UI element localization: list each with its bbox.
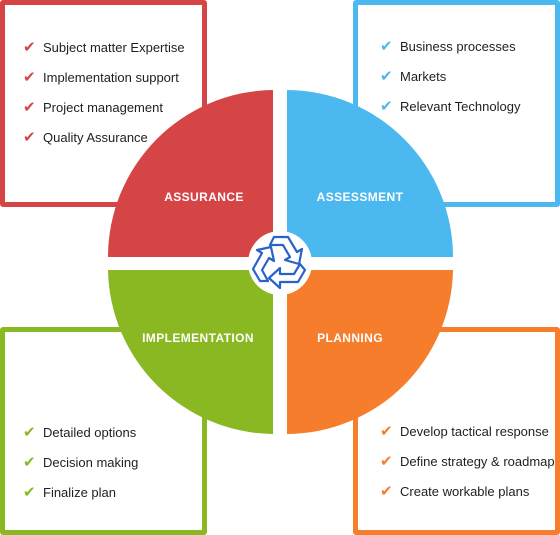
- checkmark-icon: ✔: [23, 454, 36, 471]
- list-item: ✔ Define strategy & roadmap: [380, 446, 555, 476]
- list-item-label: Detailed options: [43, 424, 137, 440]
- checkmark-icon: ✔: [380, 483, 393, 500]
- checkmark-icon: ✔: [380, 68, 393, 85]
- assessment-box: ✔ Business processes ✔ Markets ✔ Relevant T…: [353, 0, 560, 207]
- list-item: ✔ Relevant Technology: [380, 91, 520, 121]
- list-item: ✔ Subject matter Expertise: [23, 32, 185, 62]
- list-item-label: Markets: [400, 68, 447, 84]
- list-item: ✔ Implementation support: [23, 62, 185, 92]
- implementation-box: ✔ Detailed options ✔ Decision making ✔ Fina…: [0, 327, 207, 535]
- list-item-label: Create workable plans: [400, 483, 530, 499]
- list-item-label: Relevant Technology: [400, 98, 521, 114]
- quadrant-assessment: [287, 90, 453, 257]
- checkmark-icon: ✔: [23, 99, 36, 116]
- list-item-label: Project management: [43, 99, 163, 115]
- quadrant-label-assessment: ASSESSMENT: [316, 190, 404, 204]
- list-item: ✔ Create workable plans: [380, 476, 555, 506]
- checkmark-icon: ✔: [380, 423, 393, 440]
- quadrant-label-assurance: ASSURANCE: [164, 190, 244, 204]
- list-item: ✔ Business processes: [380, 31, 520, 61]
- quadrant-planning: [287, 270, 453, 434]
- assessment-list: ✔ Business processes ✔ Markets ✔ Relevant T…: [380, 31, 520, 121]
- checkmark-icon: ✔: [23, 39, 36, 56]
- list-item: ✔ Finalize plan: [23, 477, 138, 507]
- checkmark-icon: ✔: [23, 129, 36, 146]
- recycle-icon: [248, 231, 312, 295]
- assurance-list: ✔ Subject matter Expertise ✔ Implementatio…: [23, 32, 185, 152]
- list-item-label: Decision making: [43, 454, 139, 470]
- list-item-label: Finalize plan: [43, 484, 116, 500]
- checkmark-icon: ✔: [380, 453, 393, 470]
- quadrant-label-planning: PLANNING: [317, 331, 383, 345]
- list-item: ✔ Markets: [380, 61, 520, 91]
- quadrant-assurance: [108, 90, 273, 257]
- assurance-box: ✔ Subject matter Expertise ✔ Implementatio…: [0, 0, 207, 207]
- checkmark-icon: ✔: [23, 424, 36, 441]
- list-item-label: Business processes: [400, 38, 516, 54]
- checkmark-icon: ✔: [380, 98, 393, 115]
- list-item-label: Subject matter Expertise: [43, 39, 185, 55]
- list-item: ✔ Project management: [23, 92, 185, 122]
- list-item-label: Define strategy & roadmap: [400, 453, 555, 469]
- list-item-label: Develop tactical response: [400, 423, 549, 439]
- implementation-list: ✔ Detailed options ✔ Decision making ✔ Fina…: [23, 417, 138, 507]
- list-item: ✔ Detailed options: [23, 417, 138, 447]
- checkmark-icon: ✔: [23, 484, 36, 501]
- list-item: ✔ Decision making: [23, 447, 138, 477]
- list-item: ✔ Quality Assurance: [23, 122, 185, 152]
- checkmark-icon: ✔: [23, 69, 36, 86]
- list-item: ✔ Develop tactical response: [380, 416, 555, 446]
- list-item-label: Quality Assurance: [43, 129, 148, 145]
- checkmark-icon: ✔: [380, 38, 393, 55]
- list-item-label: Implementation support: [43, 69, 179, 85]
- quadrant-label-implementation: IMPLEMENTATION: [142, 331, 254, 345]
- quadrant-implementation: [108, 270, 273, 434]
- planning-list: ✔ Develop tactical response ✔ Define strat…: [380, 416, 555, 506]
